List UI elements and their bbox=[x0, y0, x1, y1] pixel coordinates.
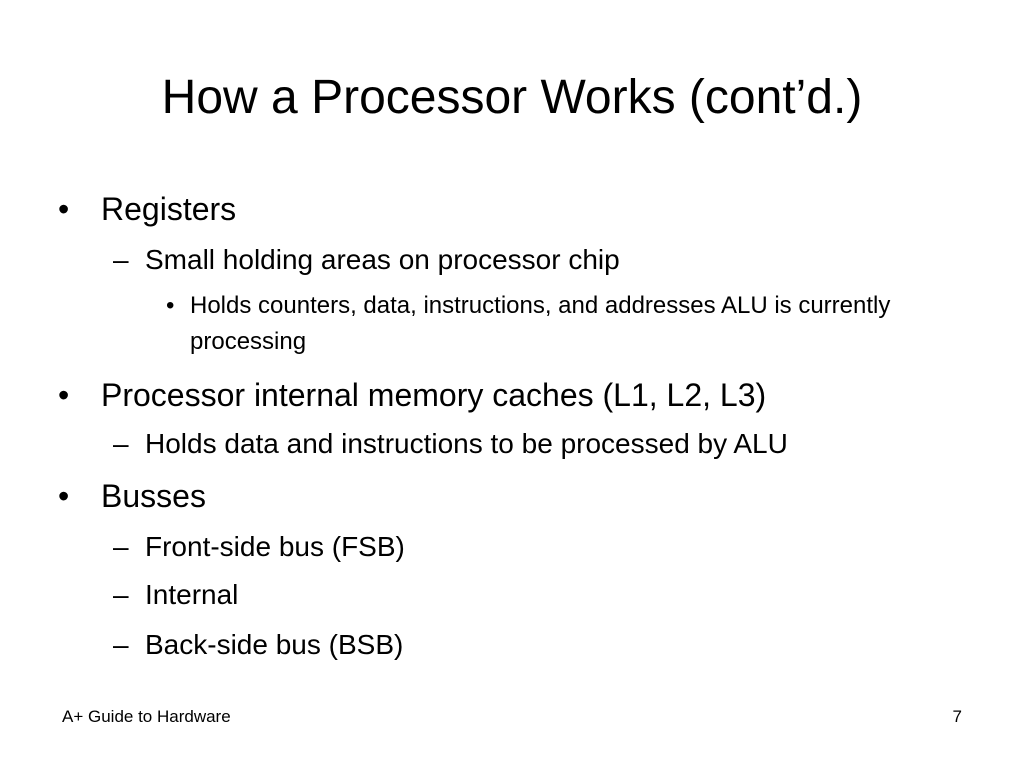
bullet-text: Registers bbox=[101, 191, 237, 227]
sub-item-text: Internal bbox=[145, 579, 239, 610]
bullet-text: Busses bbox=[101, 478, 206, 514]
slide-title: How a Processor Works (cont’d.) bbox=[161, 71, 863, 124]
footer-source: A+ Guide to Hardware bbox=[62, 707, 231, 726]
dash-marker: – bbox=[113, 244, 129, 275]
dash-marker: – bbox=[113, 629, 129, 660]
sub-item-text: Small holding areas on processor chip bbox=[145, 244, 620, 275]
bullet-marker: • bbox=[58, 377, 70, 413]
bullet-marker: • bbox=[58, 191, 70, 227]
sub-sub-item-text: Holds counters, data, instructions, and … bbox=[190, 292, 891, 355]
page-number: 7 bbox=[952, 707, 962, 726]
sub-item-text: Holds data and instructions to be proces… bbox=[145, 428, 788, 459]
bullet-text: Processor internal memory caches (L1, L2… bbox=[101, 377, 767, 413]
bullet-marker: • bbox=[58, 478, 70, 514]
dash-marker: – bbox=[113, 531, 129, 562]
sub-item-text: Back-side bus (BSB) bbox=[145, 629, 404, 660]
bullet-marker: • bbox=[166, 292, 175, 319]
sub-item-text: Front-side bus (FSB) bbox=[145, 531, 405, 562]
dash-marker: – bbox=[113, 579, 129, 610]
dash-marker: – bbox=[113, 428, 129, 459]
